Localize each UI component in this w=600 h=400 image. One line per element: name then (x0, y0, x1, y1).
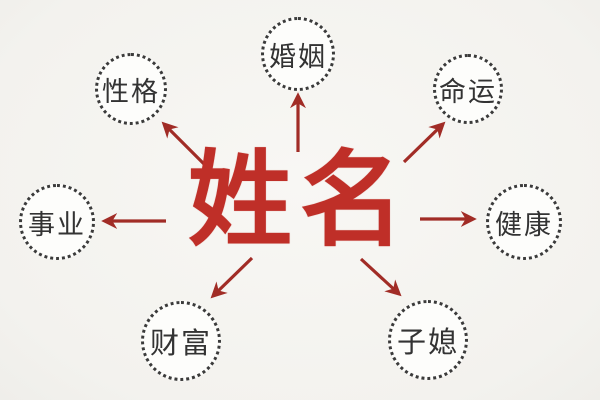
node-destiny: 命运 (433, 54, 503, 124)
node-marriage-label: 婚姻 (269, 41, 327, 72)
node-wealth-label: 财富 (149, 328, 212, 360)
node-career: 事业 (19, 184, 95, 260)
node-children: 子媳 (388, 300, 468, 380)
node-health: 健康 (486, 184, 562, 260)
node-destiny-label: 命运 (439, 76, 497, 107)
node-wealth: 财富 (141, 301, 221, 381)
node-marriage: 婚姻 (261, 17, 335, 91)
node-health-label: 健康 (495, 209, 553, 240)
center-title: 姓名 (187, 138, 412, 261)
node-children-label: 子媳 (396, 327, 459, 359)
node-personality-label: 性格 (102, 76, 160, 107)
arrow-to-wealth (210, 256, 254, 299)
node-personality: 性格 (95, 53, 167, 125)
node-career-label: 事业 (28, 209, 86, 240)
arrow-to-children (359, 257, 402, 297)
